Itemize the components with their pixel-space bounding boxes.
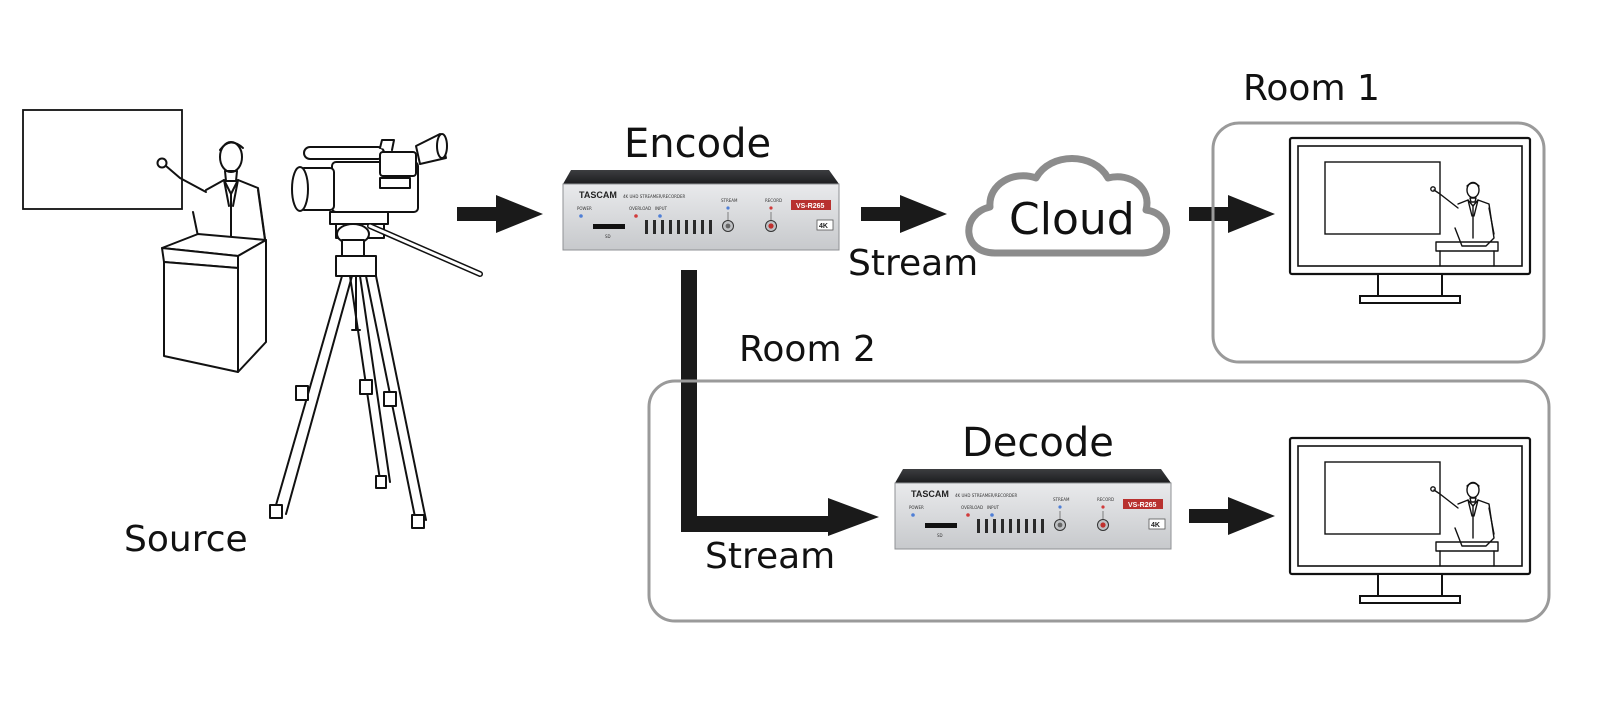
cloud-label: Cloud xyxy=(1009,194,1135,245)
video-camera xyxy=(291,133,448,239)
stream-label-bottom: Stream xyxy=(705,536,835,577)
arrow-source-to-encode xyxy=(457,195,543,233)
stream-path-to-decoder xyxy=(681,270,830,532)
source-label: Source xyxy=(124,519,248,560)
room2-label: Room 2 xyxy=(739,329,876,370)
source-scene xyxy=(22,109,483,529)
room1-box xyxy=(1211,121,1546,364)
decoder-device xyxy=(894,468,1172,550)
podium xyxy=(161,233,267,373)
arrow-to-decode xyxy=(828,498,879,536)
presentation-screen xyxy=(22,109,183,210)
encoder-device xyxy=(562,169,840,251)
arrow-cloud-to-room1 xyxy=(1189,195,1275,233)
room2-monitor xyxy=(1288,436,1532,605)
decode-label: Decode xyxy=(962,420,1114,466)
tripod xyxy=(269,223,483,529)
stream-label-top: Stream xyxy=(848,243,978,284)
arrow-decode-to-monitor xyxy=(1189,497,1275,535)
room2-box xyxy=(647,379,1551,623)
cloud-shape xyxy=(965,155,1170,257)
room1-label: Room 1 xyxy=(1243,68,1380,109)
arrow-encode-to-cloud xyxy=(861,195,947,233)
encode-label: Encode xyxy=(624,121,771,167)
room1-monitor xyxy=(1288,136,1532,305)
